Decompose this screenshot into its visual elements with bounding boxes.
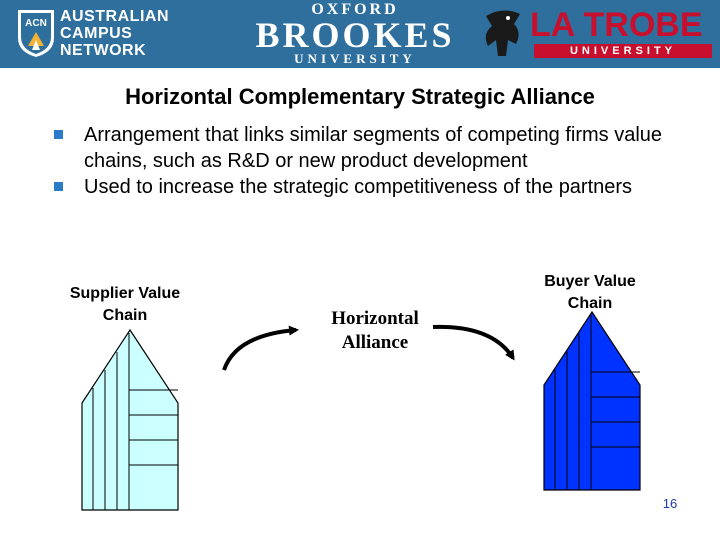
la-trobe-logo: LA TROBE UNIVERSITY (478, 6, 713, 62)
supplier-value-chain-label: Supplier Value Chain (69, 285, 181, 324)
brookes-line-1: OXFORD (311, 1, 399, 18)
acn-line-3: Network (60, 42, 147, 59)
la-trobe-university-band: UNIVERSITY (534, 44, 712, 58)
acn-shield-icon: ACN (18, 10, 54, 57)
bullet-item: Arrangement that links similar segments … (52, 122, 692, 174)
eagle-emblem-icon (485, 10, 520, 57)
bullet-text: Arrangement that links similar segments … (84, 124, 663, 172)
header-bar: ACN Australian Campus Network OXFORD BRO… (0, 0, 720, 68)
slide-title: Horizontal Complementary Strategic Allia… (125, 84, 595, 109)
la-trobe-name: LA TROBE (530, 6, 703, 44)
brookes-line-3: UNIVERSITY (294, 51, 416, 66)
right-curved-arrow-icon (432, 324, 515, 361)
oxford-brookes-logo: OXFORD BROOKES UNIVERSITY (240, 2, 470, 66)
horizontal-alliance-label: Horizontal Alliance (331, 308, 419, 353)
acn-badge-text: ACN (25, 18, 47, 29)
brookes-line-2: BROOKES (255, 15, 455, 55)
acn-logo: ACN Australian Campus Network (16, 8, 196, 60)
bullet-list: Arrangement that links similar segments … (52, 122, 692, 200)
square-bullet-icon (54, 182, 63, 191)
bullet-text: Used to increase the strategic competiti… (84, 176, 633, 198)
acn-line-1: Australian (60, 8, 169, 25)
buyer-value-chain-label: Buyer Value Chain (544, 273, 636, 312)
acn-wordmark: Australian Campus Network (60, 8, 169, 59)
square-bullet-icon (54, 130, 63, 139)
page-number: 16 (662, 496, 678, 511)
left-curved-arrow-icon (222, 325, 299, 371)
bullet-item: Used to increase the strategic competiti… (52, 174, 692, 200)
supplier-value-chain-shape (81, 328, 179, 511)
acn-line-2: Campus (60, 25, 133, 42)
buyer-value-chain-shape (543, 310, 641, 491)
